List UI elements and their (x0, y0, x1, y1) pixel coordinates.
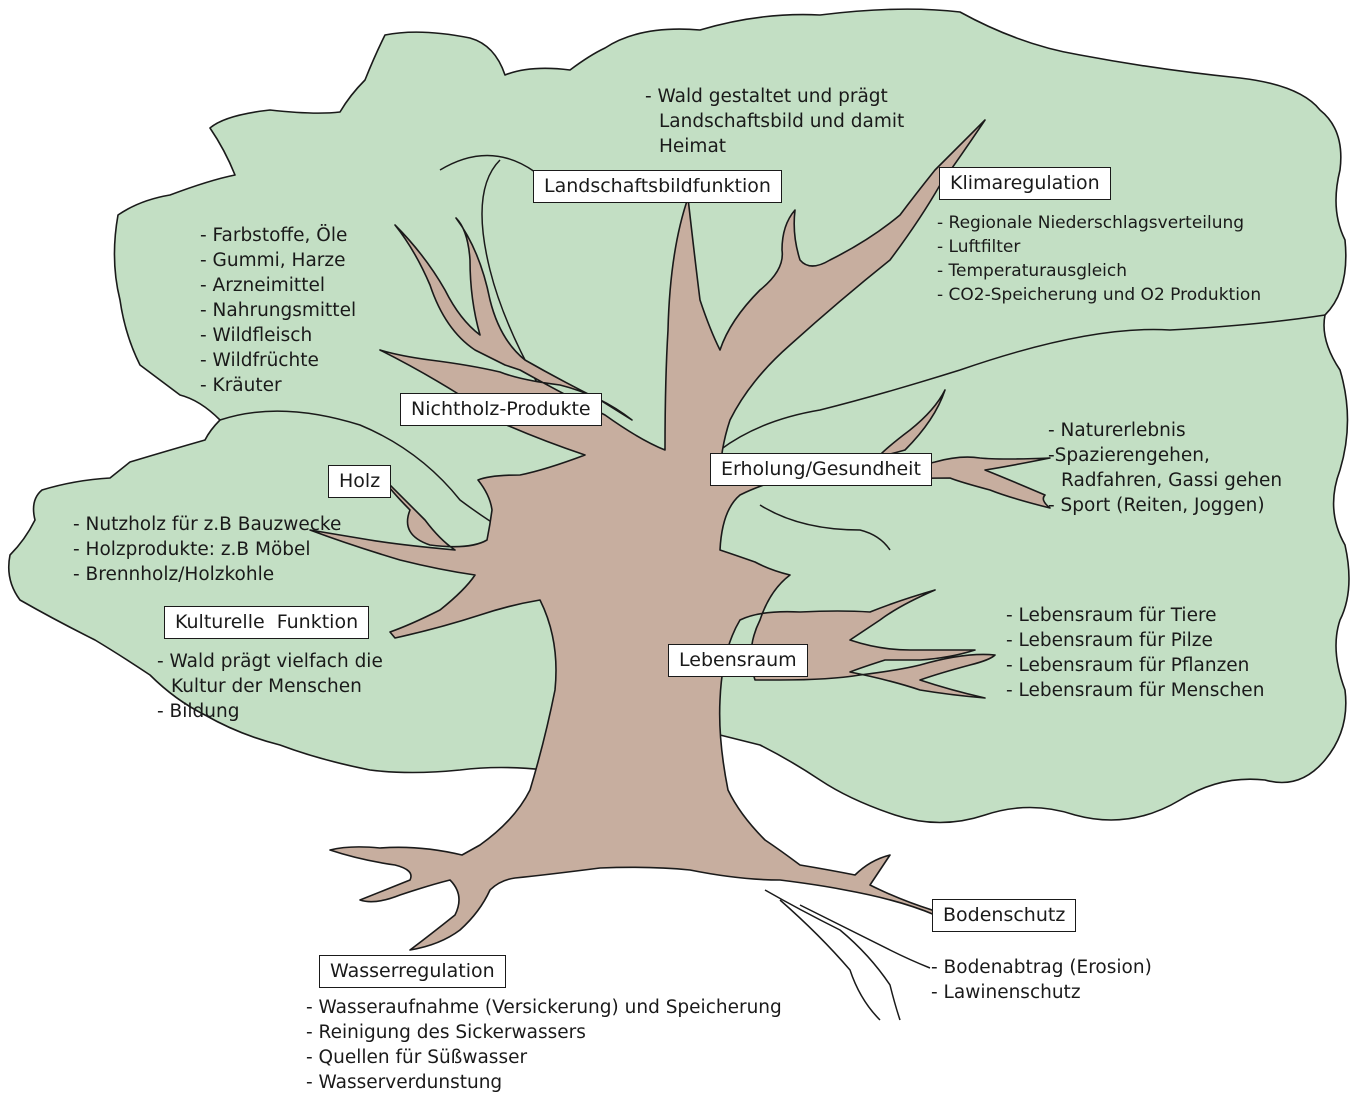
list-item: - Naturerlebnis (1048, 420, 1186, 441)
label-kulturelle-funktion: Kulturelle Funktion (164, 606, 370, 639)
list-item: - Regionale Niederschlagsverteilung (937, 213, 1245, 233)
list-item: - Wasserverdunstung (306, 1072, 503, 1093)
list-item: - Gummi, Harze (200, 250, 346, 271)
list-item: - Farbstoffe, Öle (200, 225, 348, 246)
list-item: -Spazierengehen, (1048, 445, 1210, 466)
label-holz: Holz (328, 465, 392, 498)
list-item: - Brennholz/Holzkohle (73, 564, 275, 585)
list-item: - Wildfrüchte (200, 350, 319, 371)
nichtholz-list: - Farbstoffe, Öle - Gummi, Harze - Arzne… (200, 223, 356, 398)
list-item: - Wald prägt vielfach die (157, 651, 383, 672)
list-item: - Wildfleisch (200, 325, 313, 346)
label-klimaregulation: Klimaregulation (939, 167, 1111, 200)
list-item: - Nutzholz für z.B Bauzwecke (73, 514, 342, 535)
root-detail-lines (764, 889, 931, 1021)
label-landschaftsbildfunktion: Landschaftsbildfunktion (533, 170, 782, 203)
list-item: - Wald gestaltet und prägt (645, 86, 888, 107)
lebensraum-list: - Lebensraum für Tiere - Lebensraum für … (1006, 603, 1264, 703)
erholung-list: - Naturerlebnis -Spazierengehen, Radfahr… (1048, 418, 1282, 518)
landschaft-list: - Wald gestaltet und prägt Landschaftsbi… (645, 84, 904, 159)
wasser-list: - Wasseraufnahme (Versickerung) und Spei… (306, 995, 782, 1095)
list-item: - Holzprodukte: z.B Möbel (73, 539, 311, 560)
list-item: - Quellen für Süßwasser (306, 1047, 528, 1068)
list-item: - Wasseraufnahme (Versickerung) und Spei… (306, 997, 782, 1018)
label-lebensraum: Lebensraum (668, 644, 808, 677)
label-wasserregulation: Wasserregulation (319, 955, 506, 988)
list-item: - CO2-Speicherung und O2 Produktion (937, 285, 1262, 305)
list-item: - Lebensraum für Pilze (1006, 630, 1213, 651)
list-item: - Lawinenschutz (931, 982, 1081, 1003)
boden-list: - Bodenabtrag (Erosion) - Lawinenschutz (931, 955, 1152, 1005)
list-item: - Lebensraum für Pflanzen (1006, 655, 1250, 676)
list-item: Landschaftsbild und damit (659, 111, 905, 132)
list-item: - Luftfilter (937, 237, 1021, 257)
holz-list: - Nutzholz für z.B Bauzwecke - Holzprodu… (73, 512, 341, 587)
list-item: - Arzneimittel (200, 275, 325, 296)
list-item: - Lebensraum für Tiere (1006, 605, 1217, 626)
list-item: - Bodenabtrag (Erosion) (931, 957, 1152, 978)
list-item: - Reinigung des Sickerwassers (306, 1022, 586, 1043)
list-item: Kultur der Menschen (171, 676, 362, 697)
label-bodenschutz: Bodenschutz (932, 899, 1077, 932)
label-erholung-gesundheit: Erholung/Gesundheit (710, 453, 932, 486)
klima-list: - Regionale Niederschlagsverteilung - Lu… (937, 211, 1261, 307)
list-item: Heimat (659, 136, 727, 157)
kultur-list: - Wald prägt vielfach die Kultur der Men… (157, 649, 383, 724)
list-item: - Lebensraum für Menschen (1006, 680, 1265, 701)
list-item: - Temperaturausgleich (937, 261, 1128, 281)
label-nichtholz-produkte: Nichtholz-Produkte (400, 393, 602, 426)
list-item: - Kräuter (200, 375, 282, 396)
list-item: - Bildung (157, 701, 240, 722)
list-item: - Nahrungsmittel (200, 300, 357, 321)
list-item: - Sport (Reiten, Joggen) (1048, 495, 1265, 516)
list-item: Radfahren, Gassi gehen (1061, 470, 1283, 491)
